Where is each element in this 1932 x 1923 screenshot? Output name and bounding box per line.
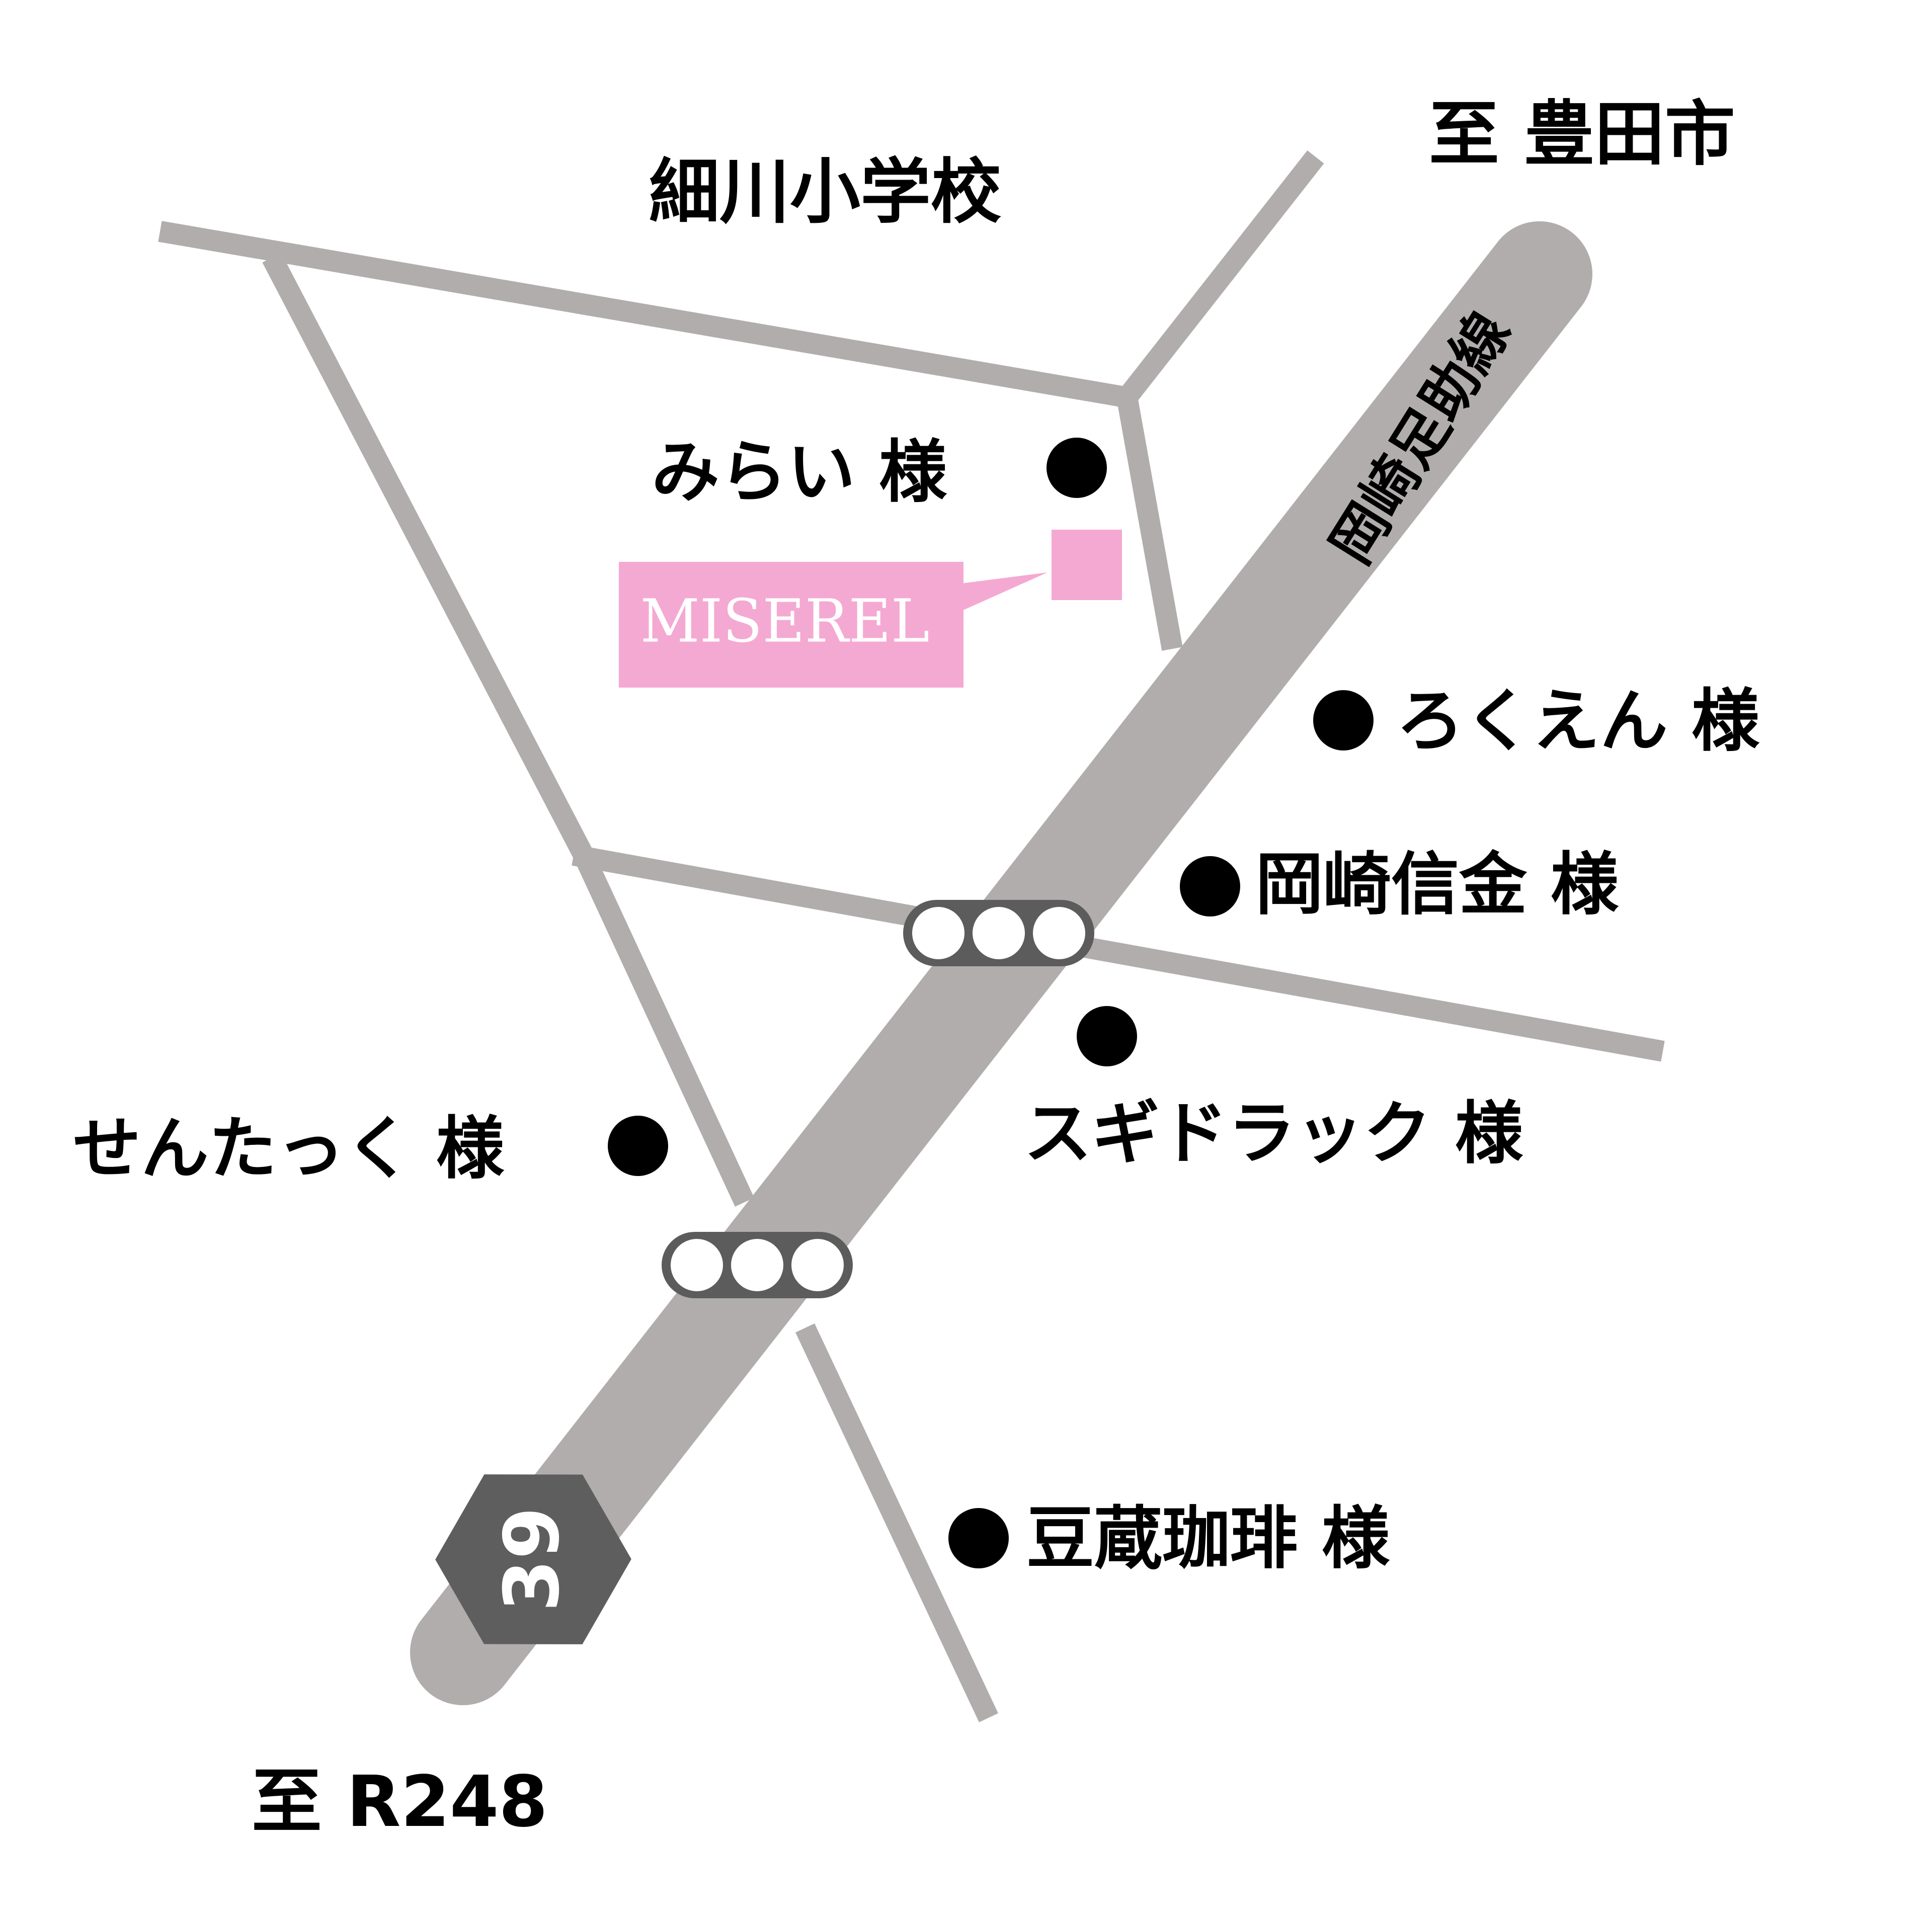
road-middle: [572, 845, 1665, 1062]
landmark-dot-icon: [1046, 438, 1107, 498]
direction-label-toyota: 至 豊田市: [1429, 94, 1735, 176]
destination-building: [1052, 530, 1122, 600]
school-label: 細川小学校: [649, 151, 1001, 233]
traffic-signal-south: [662, 1232, 853, 1298]
landmark-dot-icon: [608, 1116, 668, 1176]
route-39-sign: 39: [435, 1474, 631, 1644]
landmark-dot-icon: [948, 1508, 1009, 1568]
road-junction-south: [1116, 395, 1183, 651]
road-bottom-diagonal: [795, 1323, 998, 1722]
landmark-label: 岡崎信金 様: [1255, 845, 1619, 924]
destination-callout: [619, 562, 963, 688]
landmark-label: みらい 様: [652, 433, 947, 512]
landmark-mamezo-coffee: 豆蔵珈琲 様: [948, 1499, 1390, 1578]
landmark-label: 豆蔵珈琲 様: [1026, 1499, 1390, 1578]
traffic-signal-north: [903, 900, 1094, 966]
landmark-okazaki-shinkin: 岡崎信金 様: [1180, 845, 1619, 924]
landmark-label: せんたっく 様: [73, 1109, 505, 1188]
landmark-dot-icon: [1077, 1006, 1137, 1066]
landmark-sugi-drug: スギドラック 様: [1024, 1006, 1523, 1173]
landmark-label: スギドラック 様: [1024, 1094, 1523, 1173]
landmark-rokuen: ろくえん 様: [1313, 682, 1760, 761]
road-junction-north: [1118, 150, 1324, 404]
route-number: 39: [489, 1507, 576, 1612]
landmark-dot-icon: [1313, 690, 1374, 750]
road-top: [158, 221, 1129, 408]
direction-label-r248: 至 R248: [252, 1761, 548, 1843]
landmark-label: ろくえん 様: [1396, 682, 1760, 761]
landmark-sentakku: せんたっく 様: [73, 1109, 668, 1188]
callout-pointer: [961, 572, 1048, 611]
destination-marker: MISEREL: [619, 530, 1122, 688]
landmark-dot-icon: [1180, 856, 1240, 916]
landmark-mirai: みらい 様: [652, 433, 1107, 512]
destination-name: MISEREL: [640, 587, 930, 656]
minor-roads: [158, 150, 1665, 1722]
